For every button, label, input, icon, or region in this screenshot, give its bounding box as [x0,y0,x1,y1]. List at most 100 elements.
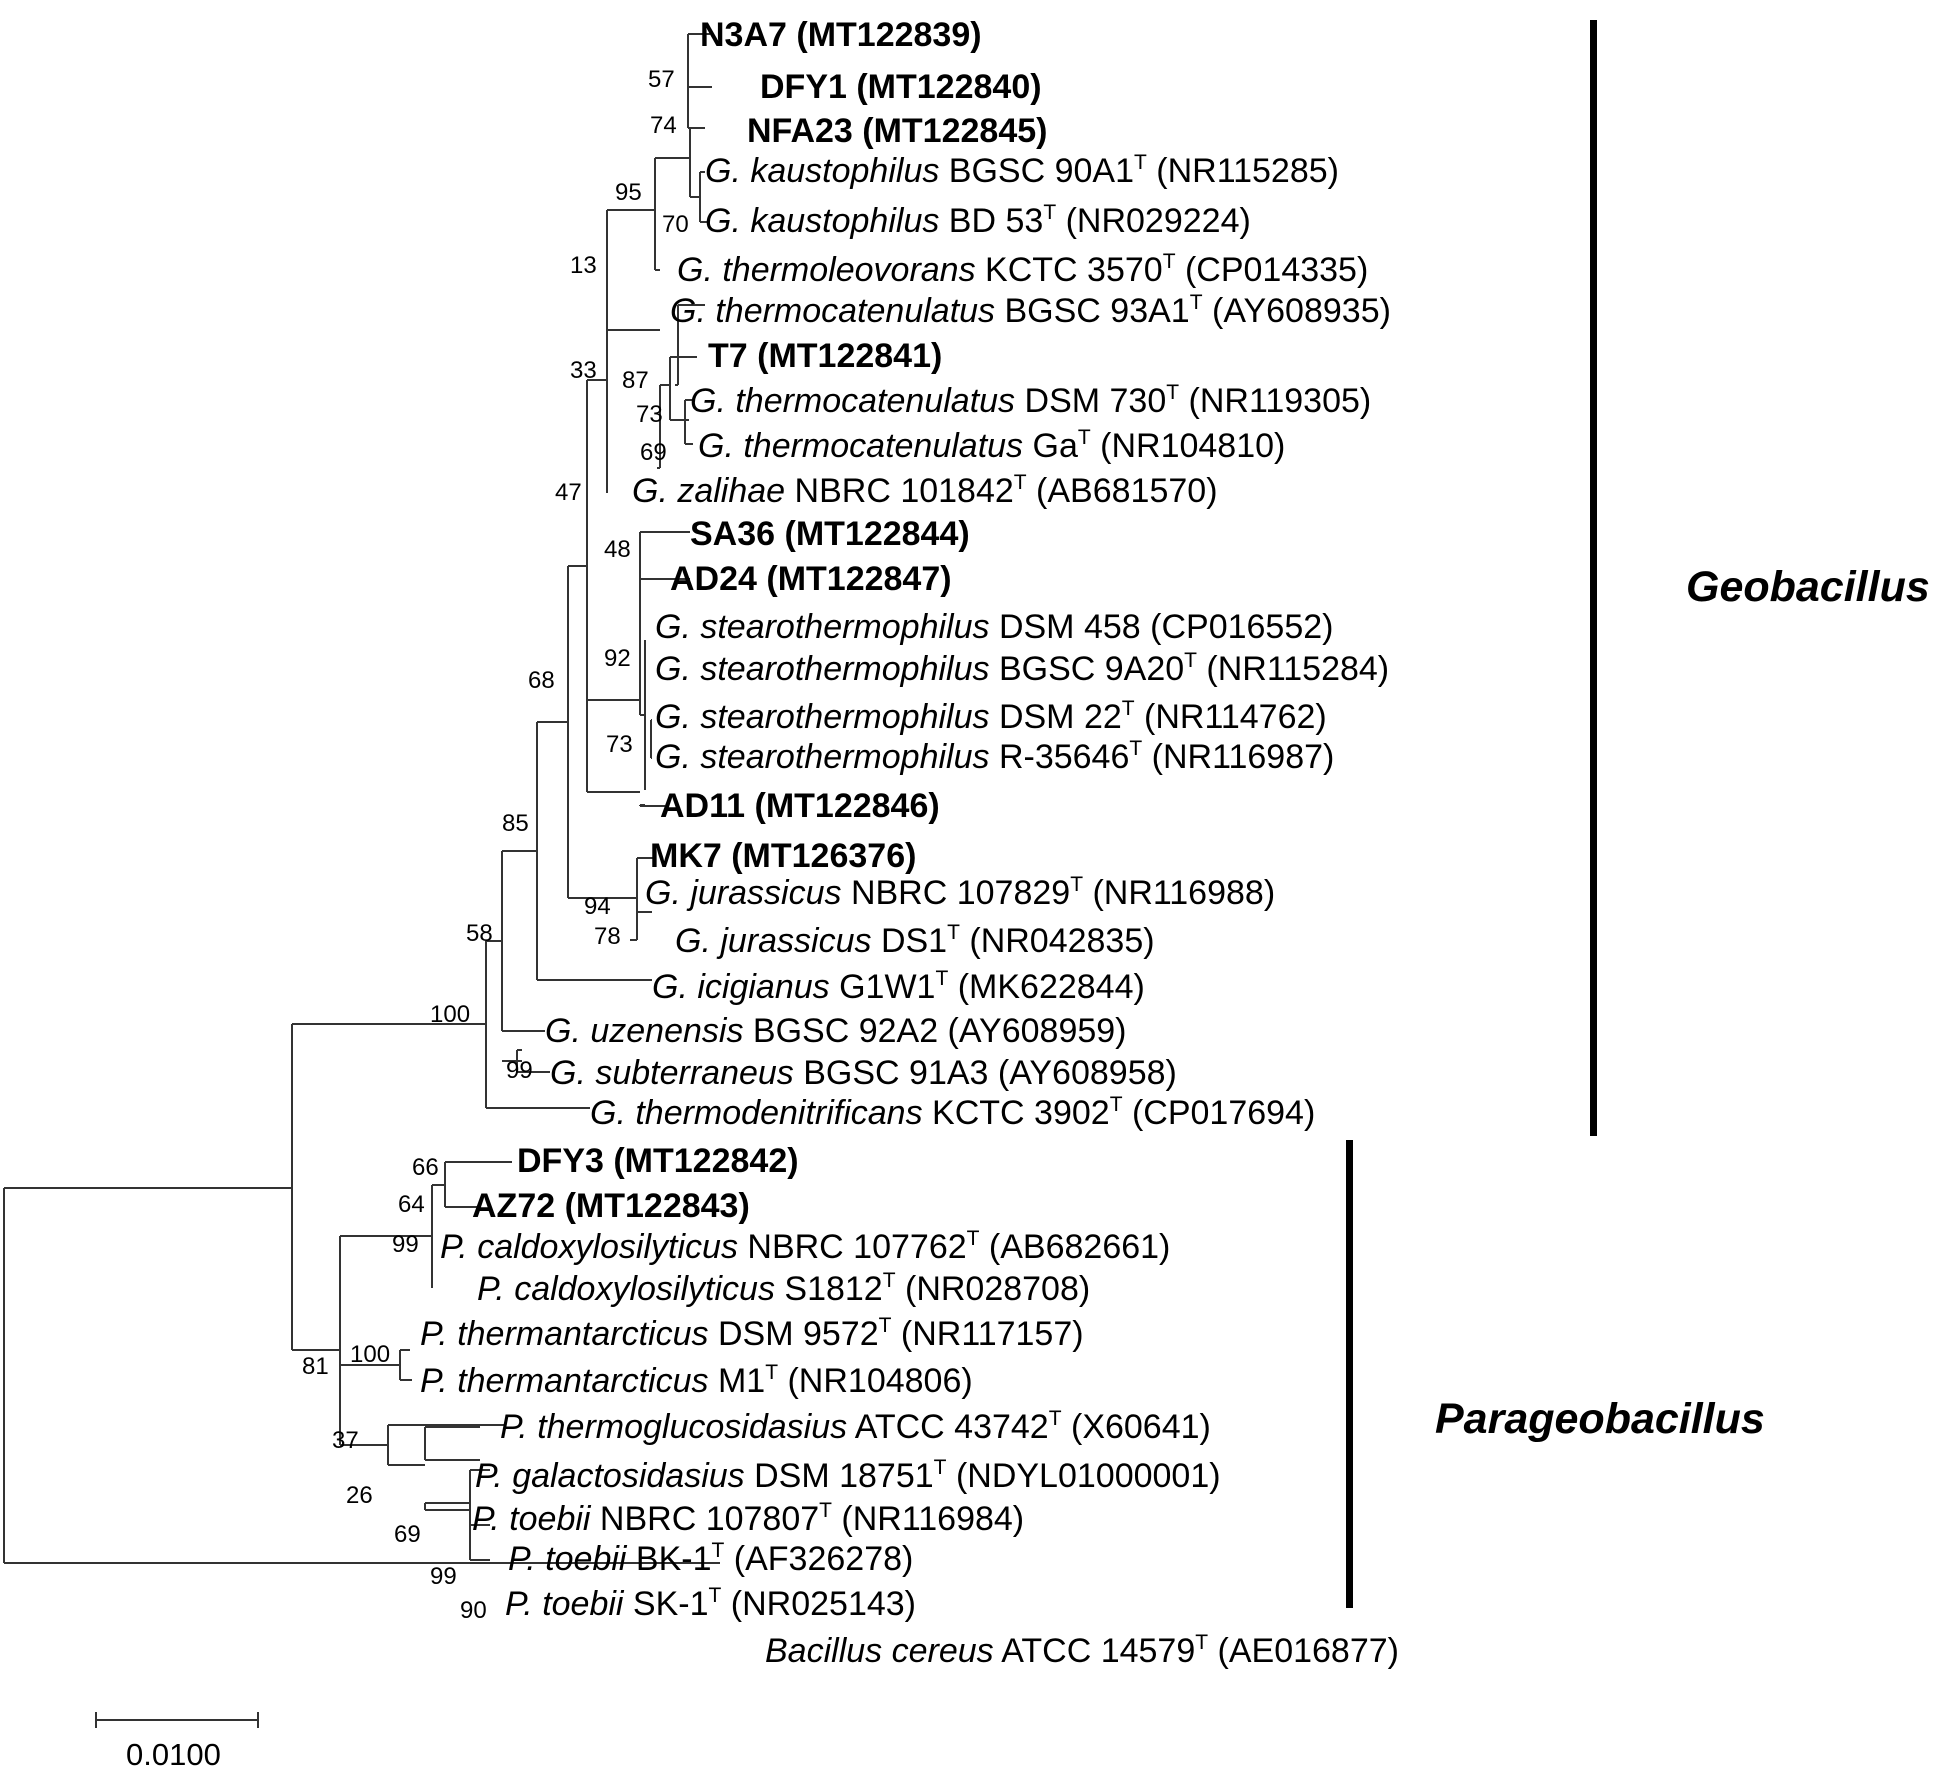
tip-label-jur1: G. jurassicus NBRC 107829T (NR116988) [645,873,1275,912]
tip-label-ste3: G. stearothermophilus DSM 22T (NR114762) [655,697,1327,736]
tip-label-tant1: P. thermantarcticus DSM 9572T (NR117157) [420,1314,1084,1353]
type-strain-superscript: T [1110,1093,1123,1116]
bootstrap-value: 87 [622,367,649,394]
bootstrap-value: 94 [584,893,611,920]
tip-label-tcat3: G. thermocatenulatus GaT (NR104810) [698,426,1285,465]
strain-name: BD 53 [939,202,1043,240]
accession-number: (AY608959) [938,1012,1126,1050]
accession-number: (NDYL01000001) [947,1457,1221,1495]
strain-name: M1 [709,1362,766,1400]
bootstrap-value: 81 [302,1353,329,1380]
strain-name: BGSC 91A3 [794,1054,989,1092]
bootstrap-value: 78 [594,923,621,950]
bootstrap-value: 90 [460,1597,487,1624]
type-strain-superscript: T [1134,151,1147,174]
tip-label-tant2: P. thermantarcticus M1T (NR104806) [420,1361,973,1400]
accession-number: (NR104810) [1091,427,1286,465]
tip-label-ste2: G. stearothermophilus BGSC 9A20T (NR1152… [655,649,1389,688]
strain-name: NBRC 107762 [738,1228,967,1266]
accession-number: (AY608935) [1203,292,1391,330]
strain-name: R-35646 [990,738,1130,776]
accession-number: (NR028708) [896,1270,1091,1308]
bootstrap-value: 58 [466,920,493,947]
strain-name: NBRC 107829 [842,874,1071,912]
bootstrap-value: 69 [640,439,667,466]
species-name: P. thermoglucosidasius [500,1408,847,1446]
tip-label-dfy3: DFY3 (MT122842) [517,1142,799,1180]
bootstrap-value: 73 [636,401,663,428]
species-name: G. thermocatenulatus [690,382,1015,420]
accession-number: (NR104806) [778,1362,973,1400]
tip-label-t7: T7 (MT122841) [708,337,942,375]
tip-label-az72: AZ72 (MT122843) [472,1187,750,1225]
strain-name: DS1 [872,922,948,960]
bootstrap-value: 57 [648,66,675,93]
species-name: P. toebii [472,1500,592,1538]
tip-label-jur2: G. jurassicus DS1T (NR042835) [675,921,1155,960]
type-strain-superscript: T [1166,381,1179,404]
strain-name: BGSC 90A1 [939,152,1134,190]
accession-number: (NR042835) [960,922,1155,960]
strain-name: G1W1 [830,968,936,1006]
strain-name: NBRC 107807 [590,1500,819,1538]
species-name: G. stearothermophilus [655,698,990,736]
type-strain-superscript: T [709,1584,722,1607]
bootstrap-value: 74 [650,112,677,139]
species-name: G. kaustophilus [705,202,939,240]
tip-label-toe1: P. toebii NBRC 107807T (NR116984) [472,1499,1024,1538]
tip-label-kau1: G. kaustophilus BGSC 90A1T (NR115285) [705,151,1339,190]
bootstrap-value: 48 [604,536,631,563]
strain-name: DSM 22 [990,698,1122,736]
strain-name: BK-1 [626,1540,711,1578]
tip-label-zal: G. zalihae NBRC 101842T (AB681570) [632,471,1218,510]
tip-label-sa36: SA36 (MT122844) [690,515,970,553]
tip-label-sub: G. subterraneus BGSC 91A3 (AY608958) [550,1054,1177,1092]
tip-label-ad24: AD24 (MT122847) [670,560,952,598]
accession-number: (NR115285) [1147,152,1339,190]
strain-name: NBRC 101842 [785,472,1014,510]
bootstrap-value: 100 [350,1341,390,1368]
species-name: G. thermocatenulatus [670,292,995,330]
strain-name: SK-1 [623,1585,708,1623]
accession-number: (NR117157) [891,1315,1083,1353]
tip-label-dfy1: DFY1 (MT122840) [760,68,1042,106]
bootstrap-value: 47 [555,479,582,506]
accession-number: (CP017694) [1123,1094,1316,1132]
bootstrap-value: 99 [430,1563,457,1590]
species-name: G. stearothermophilus [655,738,990,776]
type-strain-superscript: T [1190,291,1203,314]
tip-label-toe3: P. toebii SK-1T (NR025143) [505,1584,916,1623]
bootstrap-value: 99 [392,1231,419,1258]
tip-label-mk7: MK7 (MT126376) [650,837,916,875]
tip-label-tcat1: G. thermocatenulatus BGSC 93A1T (AY60893… [670,291,1391,330]
species-name: G. thermodenitrificans [590,1094,923,1132]
genus-label-parageobacillus: Parageobacillus [1435,1395,1765,1443]
strain-name: Ga [1023,427,1078,465]
tip-label-ste1: G. stearothermophilus DSM 458 (CP016552) [655,608,1333,646]
accession-number: (NR029224) [1056,202,1251,240]
species-name: G. subterraneus [550,1054,794,1092]
type-strain-superscript: T [1070,873,1083,896]
tip-label-tleo: G. thermoleovorans KCTC 3570T (CP014335) [677,250,1368,289]
tip-label-tden: G. thermodenitrificans KCTC 3902T (CP017… [590,1093,1315,1132]
species-name: G. icigianus [652,968,830,1006]
strain-name: KCTC 3902 [923,1094,1110,1132]
accession-number: (AB681570) [1027,472,1218,510]
accession-number: (CP014335) [1176,251,1369,289]
strain-name: DSM 730 [1015,382,1166,420]
bootstrap-value: 69 [394,1521,421,1548]
type-strain-superscript: T [765,1361,778,1384]
species-name: Bacillus cereus [765,1632,994,1670]
species-name: G. thermoleovorans [677,251,976,289]
type-strain-superscript: T [1049,1407,1062,1430]
accession-number: (NR114762) [1135,698,1327,736]
species-name: P. thermantarcticus [420,1315,709,1353]
bootstrap-value: 37 [332,1427,359,1454]
bootstrap-value: 99 [506,1057,533,1084]
tip-label-bce: Bacillus cereus ATCC 14579T (AE016877) [765,1631,1399,1670]
strain-name: ATCC 14579 [994,1632,1196,1670]
tip-label-kau2: G. kaustophilus BD 53T (NR029224) [705,201,1251,240]
strain-name: ATCC 43742 [847,1408,1049,1446]
type-strain-superscript: T [1195,1631,1208,1654]
